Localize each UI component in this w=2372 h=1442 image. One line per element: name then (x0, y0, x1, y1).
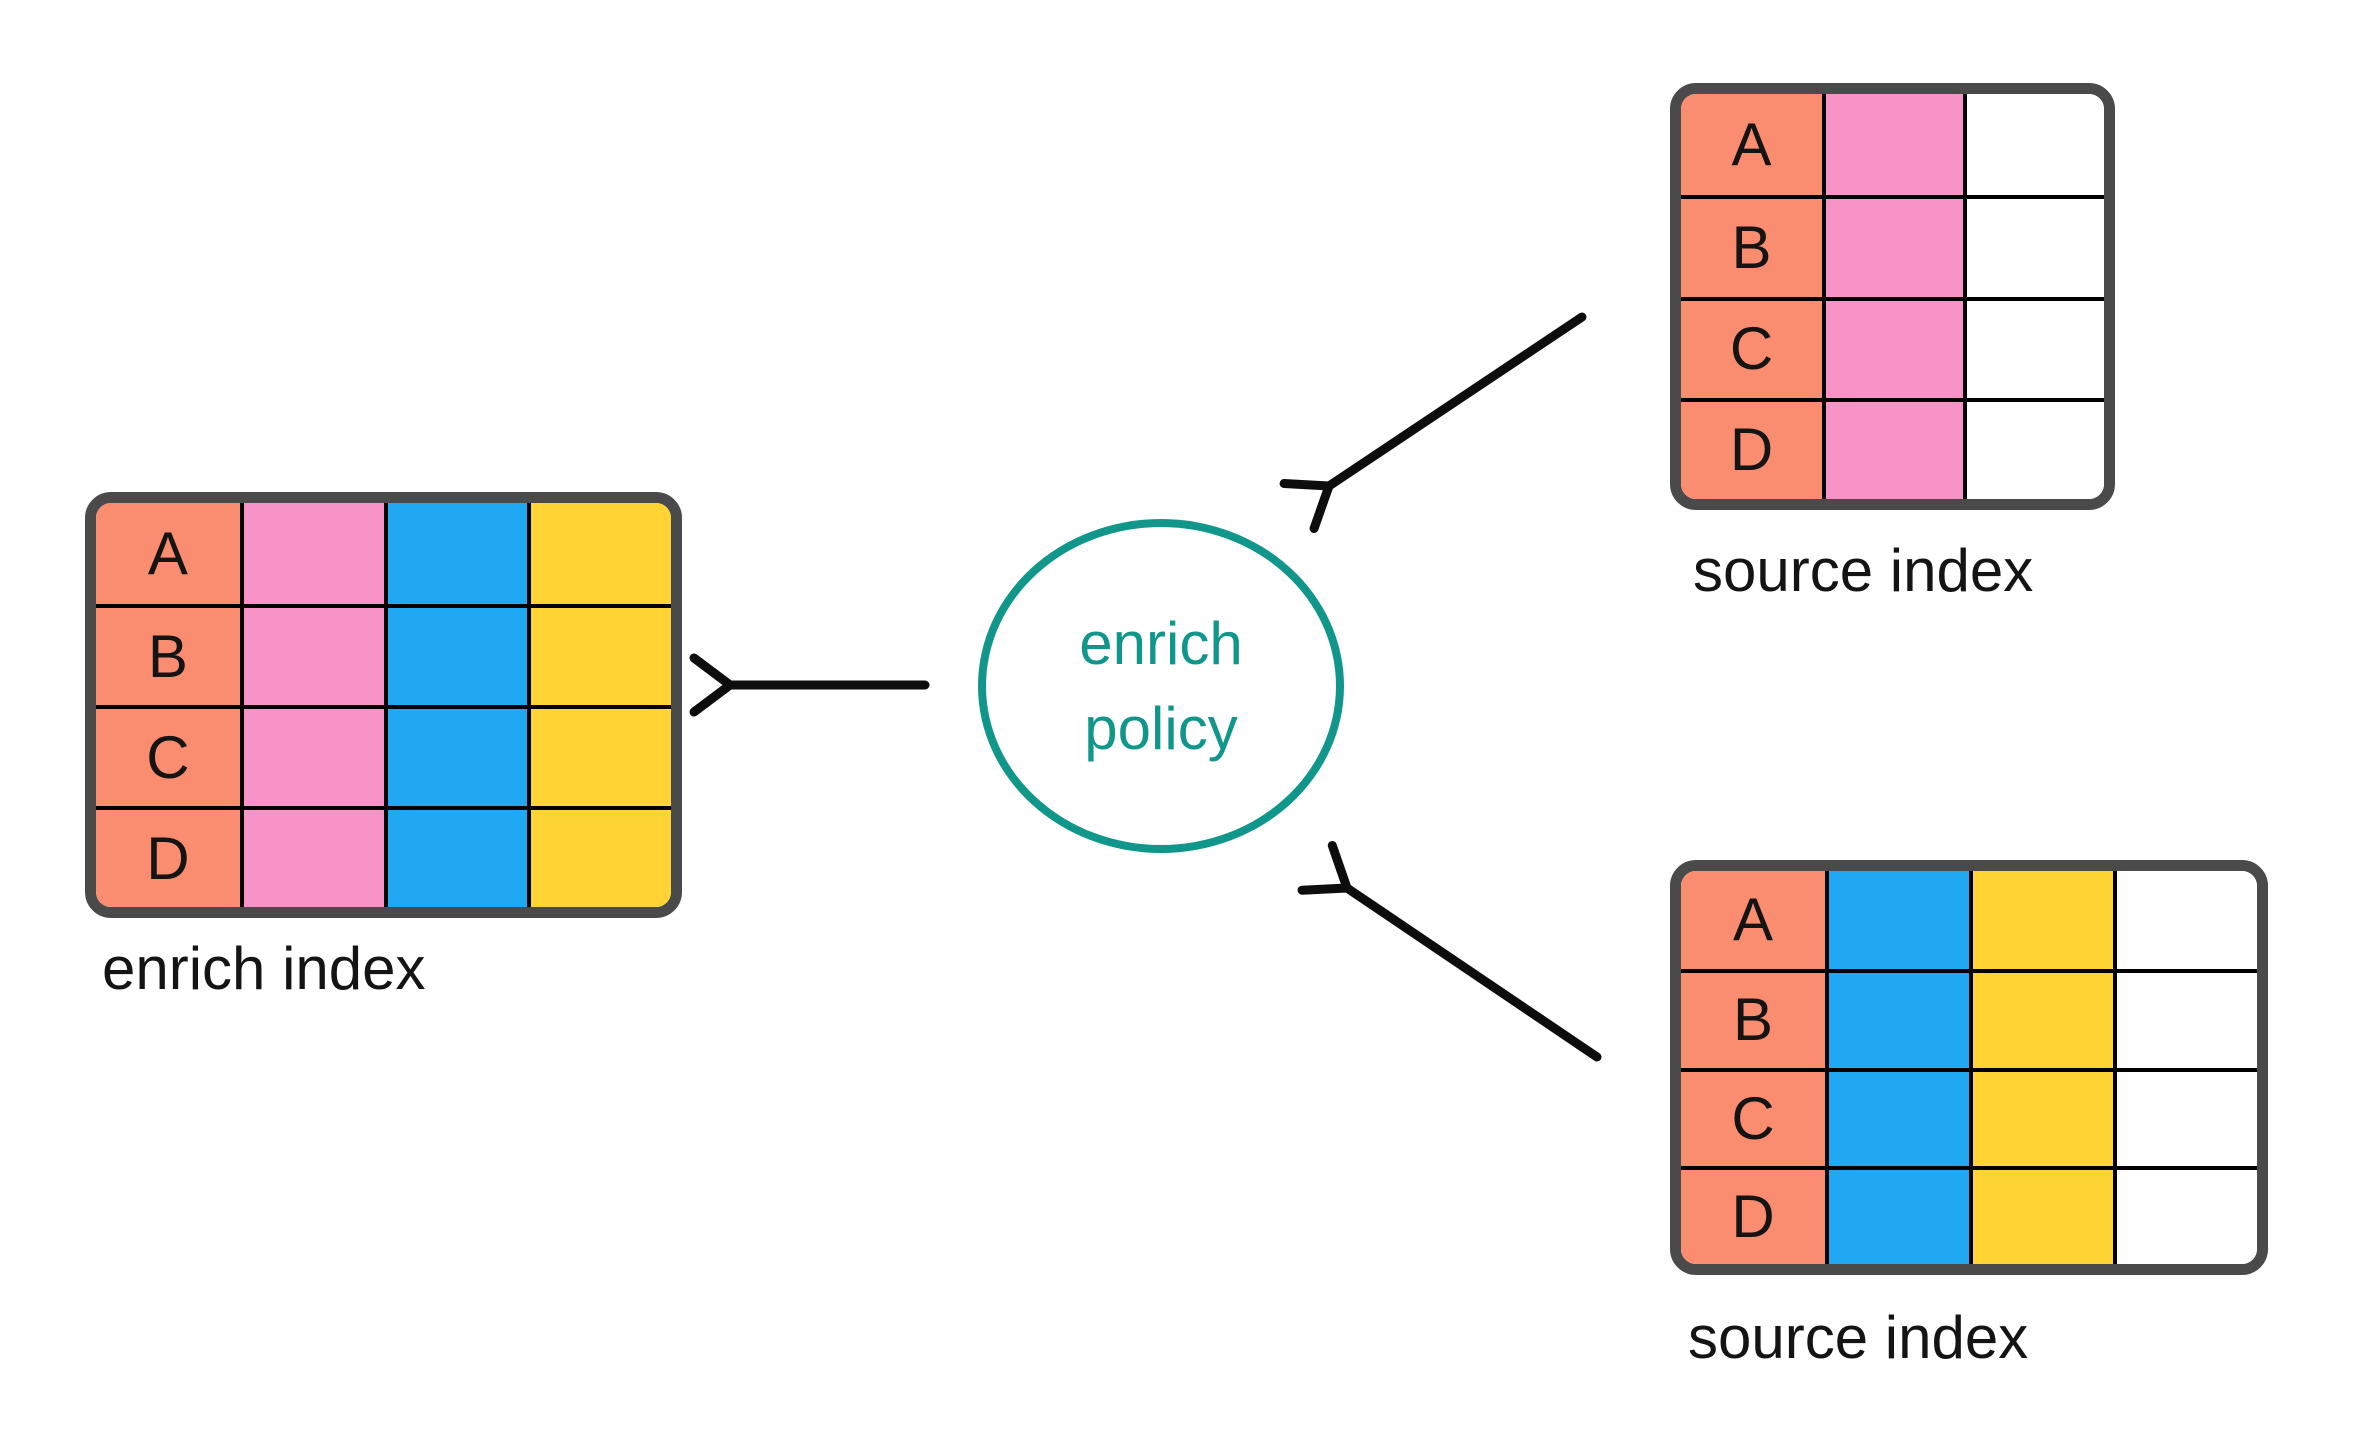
value-cell (1963, 94, 2104, 196)
value-cell (1825, 1067, 1969, 1166)
value-cell (1825, 969, 1969, 1068)
value-cell (1969, 969, 2113, 1068)
value-cell (1963, 397, 2104, 499)
row-key-cell: A (96, 503, 240, 604)
value-cell (1822, 397, 1963, 499)
row-key-cell: B (96, 604, 240, 705)
value-cell (239, 503, 384, 604)
value-cell (1963, 195, 2104, 297)
value-cell (239, 604, 384, 705)
enrich-index-label: enrich index (102, 935, 426, 1002)
value-cell (527, 604, 671, 705)
value-cell (1825, 1165, 1969, 1264)
row-key-cell: A (1681, 871, 1825, 970)
value-cell (1963, 296, 2104, 398)
value-cell (239, 705, 384, 806)
row-key-cell: D (1681, 397, 1822, 499)
arrow-top-source-to-policy-icon (1279, 312, 1587, 533)
value-cell (383, 503, 528, 604)
row-key-cell: B (1681, 969, 1825, 1068)
policy-label-line1: enrich (1079, 609, 1243, 677)
value-cell (239, 806, 384, 907)
row-key-cell: A (1681, 94, 1822, 196)
row-key-cell: D (96, 806, 240, 907)
value-cell (527, 806, 671, 907)
value-cell (383, 806, 528, 907)
value-cell (1969, 1165, 2113, 1264)
source-index-bottom-label: source index (1688, 1304, 2029, 1371)
arrow-bottom-source-to-policy-icon (1297, 840, 1602, 1062)
enrich-policy-circle: enrich policy (978, 519, 1344, 853)
value-cell (383, 705, 528, 806)
value-cell (2113, 969, 2257, 1068)
value-cell (1822, 94, 1963, 196)
value-cell (1822, 195, 1963, 297)
value-cell (527, 705, 671, 806)
policy-label-line2: policy (1084, 695, 1238, 762)
row-key-cell: C (1681, 296, 1822, 398)
value-cell (2113, 1165, 2257, 1264)
value-cell (1822, 296, 1963, 398)
row-key-cell: C (96, 705, 240, 806)
row-key-cell: D (1681, 1165, 1825, 1264)
row-key-cell: C (1681, 1067, 1825, 1166)
source-index-top-label: source index (1693, 537, 2034, 604)
value-cell (527, 503, 671, 604)
value-cell (2113, 1067, 2257, 1166)
value-cell (2113, 871, 2257, 970)
value-cell (383, 604, 528, 705)
value-cell (1969, 871, 2113, 970)
value-cell (1825, 871, 1969, 970)
value-cell (1969, 1067, 2113, 1166)
row-key-cell: B (1681, 195, 1822, 297)
